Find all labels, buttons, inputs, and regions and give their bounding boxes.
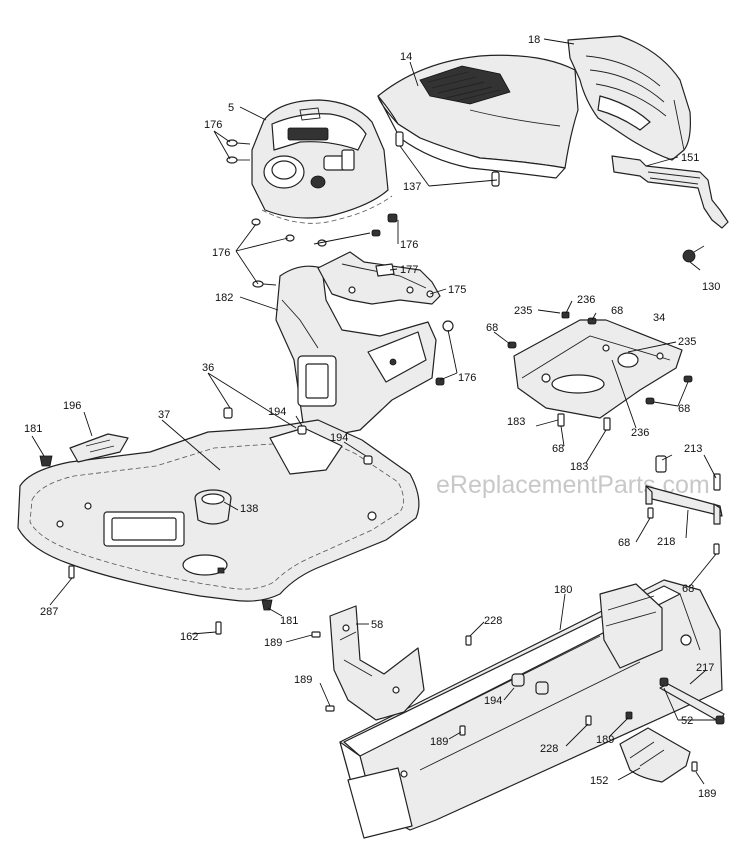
part-130-bolt [682, 245, 705, 263]
part-217-rod [659, 677, 725, 725]
callout-14: 14 [400, 51, 412, 63]
callout-130: 130 [702, 281, 720, 293]
callout-175: 175 [448, 284, 466, 296]
callout-228: 228 [484, 615, 502, 627]
part-228-screws [465, 635, 592, 726]
callout-218: 218 [657, 536, 675, 548]
callout-180: 180 [554, 584, 572, 596]
callout-labels: 5 14 18 176 176 176 176 137 151 130 177 … [24, 34, 720, 800]
part-180-frame [339, 579, 723, 839]
callout-189: 189 [430, 736, 448, 748]
callout-68: 68 [611, 305, 623, 317]
callout-176: 176 [458, 372, 476, 384]
callout-196: 196 [63, 400, 81, 412]
callout-36: 36 [202, 362, 214, 374]
callout-162: 162 [180, 631, 198, 643]
callout-18: 18 [528, 34, 540, 46]
callout-138: 138 [240, 503, 258, 515]
callout-152: 152 [590, 775, 608, 787]
callout-68: 68 [678, 403, 690, 415]
callout-68: 68 [552, 443, 564, 455]
callout-217: 217 [696, 662, 714, 674]
part-138-boot [194, 489, 232, 525]
part-5-dash-console [251, 99, 393, 224]
callout-228: 228 [540, 743, 558, 755]
part-194-bumpers-upper [297, 425, 373, 465]
callout-235: 235 [678, 336, 696, 348]
callout-236: 236 [577, 294, 595, 306]
part-14-hood-cover [377, 54, 579, 179]
callout-183: 183 [570, 461, 588, 473]
callout-194: 194 [484, 695, 502, 707]
part-58-bracket [329, 605, 425, 721]
callout-68: 68 [486, 322, 498, 334]
part-194-bumpers-lower [511, 673, 549, 695]
callout-176: 176 [400, 239, 418, 251]
part-189-screws [311, 631, 698, 772]
callout-213: 213 [684, 443, 702, 455]
callout-52: 52 [681, 715, 693, 727]
part-287-162-screws [68, 565, 222, 635]
callout-176: 176 [212, 247, 230, 259]
part-34-plate [507, 311, 693, 431]
callout-37: 37 [158, 409, 170, 421]
part-182-dash-housing [275, 265, 454, 439]
callout-189: 189 [294, 674, 312, 686]
callout-189: 189 [264, 637, 282, 649]
callout-5: 5 [228, 102, 234, 114]
part-196-pedal [69, 433, 129, 463]
callout-236: 236 [631, 427, 649, 439]
part-218-bracket [645, 455, 723, 555]
callout-58: 58 [371, 619, 383, 631]
callout-137: 137 [403, 181, 421, 193]
callout-287: 287 [40, 606, 58, 618]
callout-68: 68 [618, 537, 630, 549]
leader-lines [31, 38, 717, 785]
part-137-spacers [395, 131, 500, 187]
part-18-grille [567, 35, 691, 161]
callout-194: 194 [268, 406, 286, 418]
callout-181: 181 [280, 615, 298, 627]
callout-183: 183 [507, 416, 525, 428]
part-151-bracket [611, 155, 729, 229]
part-181-bumpers [39, 455, 273, 611]
callout-235: 235 [514, 305, 532, 317]
callout-151: 151 [681, 152, 699, 164]
part-175-bracket [317, 251, 441, 305]
callout-181: 181 [24, 423, 42, 435]
callout-34: 34 [653, 312, 665, 324]
part-177-clip [375, 263, 395, 277]
callout-176: 176 [204, 119, 222, 131]
callout-68: 68 [682, 583, 694, 595]
callout-182: 182 [215, 292, 233, 304]
callout-194: 194 [330, 432, 348, 444]
callout-189: 189 [698, 788, 716, 800]
part-36-bolt [223, 407, 233, 419]
callout-177: 177 [400, 264, 418, 276]
part-152-shield [619, 727, 691, 783]
callout-189: 189 [596, 734, 614, 746]
